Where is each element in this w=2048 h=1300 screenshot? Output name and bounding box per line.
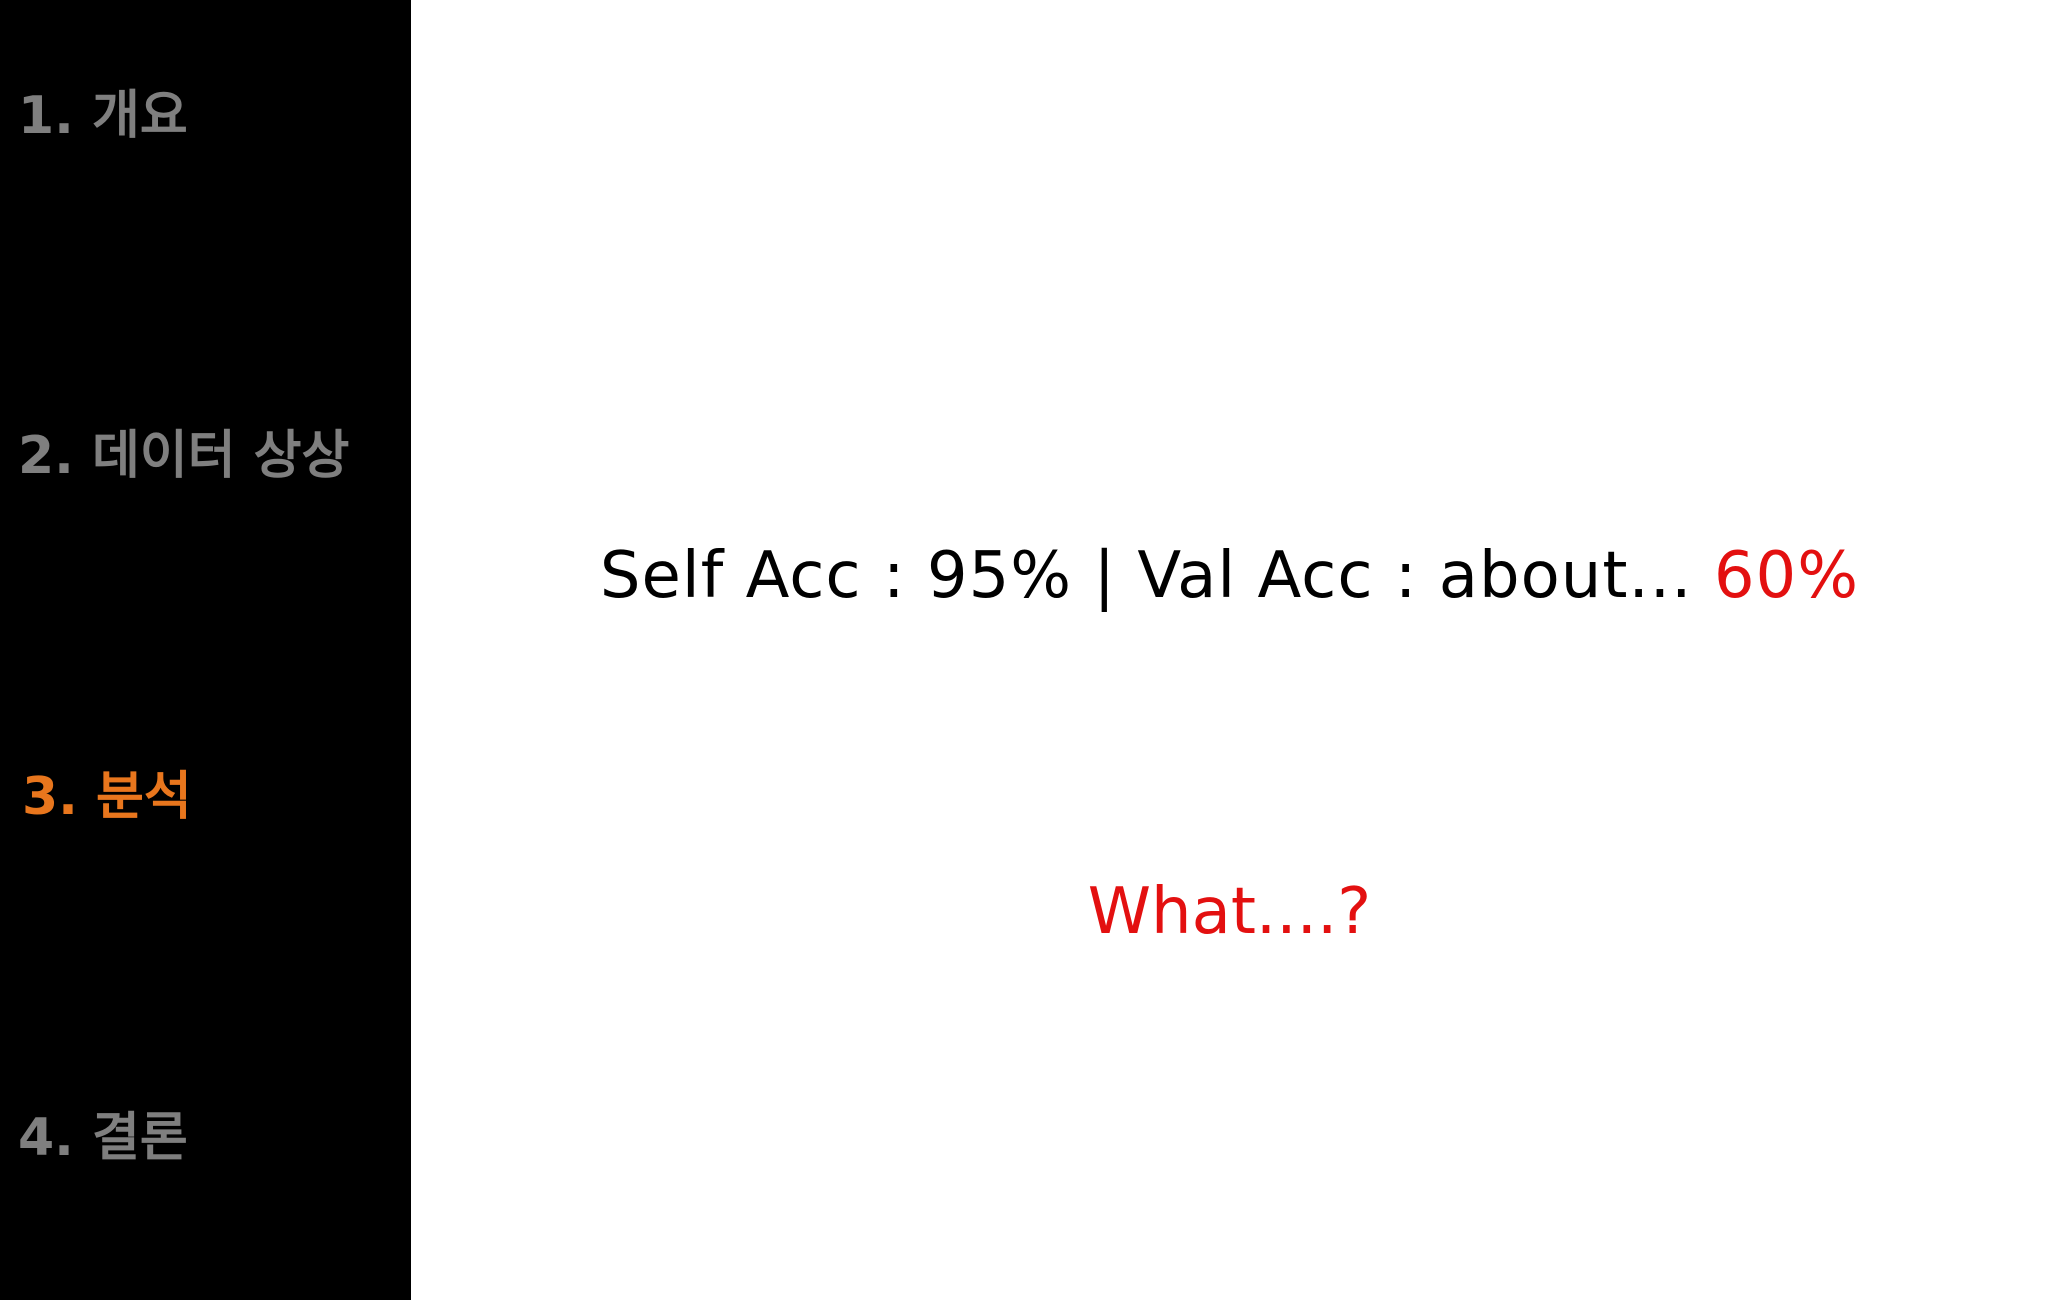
accuracy-summary-text: Self Acc : 95% | Val Acc : about... — [599, 539, 1693, 613]
sidebar-navigation: 1. 개요 2. 데이터 상상 3. 분석 4. 결론 — [0, 0, 411, 1300]
sidebar-item-analysis[interactable]: 3. 분석 — [22, 767, 192, 827]
sidebar-item-conclusion[interactable]: 4. 결론 — [18, 1108, 188, 1168]
accuracy-summary: Self Acc : 95% | Val Acc : about... 60% — [411, 544, 2048, 608]
sidebar-item-overview[interactable]: 1. 개요 — [18, 86, 188, 146]
question-text: What....? — [1087, 875, 1372, 949]
sidebar-item-data-imagination[interactable]: 2. 데이터 상상 — [18, 426, 350, 486]
validation-accuracy-highlight: 60% — [1713, 539, 1860, 613]
